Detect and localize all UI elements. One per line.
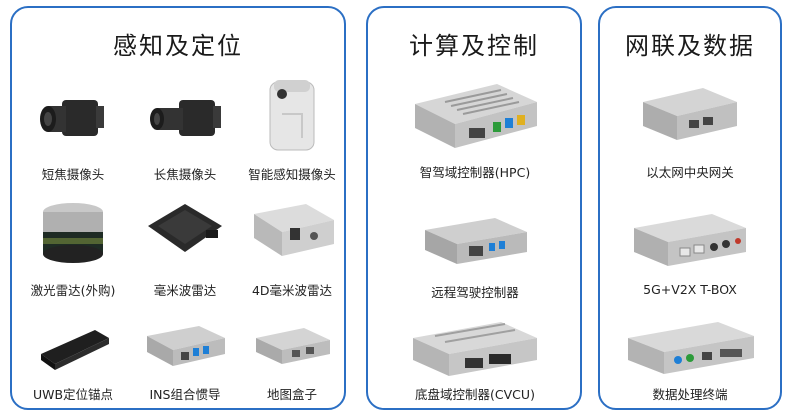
product-label: 以太网中央网关 <box>646 165 734 180</box>
product-item: 数据处理终端 <box>602 314 778 408</box>
product-label: 远程驾驶控制器 <box>431 285 519 300</box>
product-item: 智驾域控制器(HPC) <box>372 74 578 186</box>
short-focus-camera-icon <box>34 90 112 150</box>
map-box-icon <box>250 322 334 372</box>
tbox-icon <box>628 210 752 272</box>
panel-title: 感知及定位 <box>113 32 243 60</box>
product-item: 地图盒子 <box>238 314 346 408</box>
smart-camera-icon <box>262 78 322 154</box>
4d-radar-icon <box>244 200 340 262</box>
data-terminal-icon <box>620 318 760 380</box>
product-label: 5G+V2X T-BOX <box>643 282 737 297</box>
perception-panel: 感知及定位 短焦摄像头 长焦摄像头 <box>10 6 346 410</box>
product-label: 毫米波雷达 <box>153 283 217 298</box>
product-label: INS组合惯导 <box>149 387 221 402</box>
hpc-controller-icon <box>405 78 545 156</box>
product-item: 长焦摄像头 <box>130 78 240 188</box>
product-item: 4D毫米波雷达 <box>238 194 346 304</box>
product-label: 底盘域控制器(CVCU) <box>415 387 535 402</box>
product-item: 激光雷达(外购) <box>18 194 128 304</box>
mmwave-radar-icon <box>142 200 228 264</box>
product-item: 毫米波雷达 <box>130 194 240 304</box>
product-label: 长焦摄像头 <box>153 167 217 182</box>
product-label: 激光雷达(外购) <box>30 283 116 298</box>
product-label: 短焦摄像头 <box>41 167 105 182</box>
panel-title: 计算及控制 <box>409 32 539 60</box>
product-item: 远程驾驶控制器 <box>372 204 578 300</box>
product-item: 5G+V2X T-BOX <box>602 204 778 300</box>
product-label: UWB定位锚点 <box>32 387 114 402</box>
product-item: 短焦摄像头 <box>18 78 128 188</box>
product-item: INS组合惯导 <box>130 314 240 408</box>
chassis-controller-icon <box>405 318 545 380</box>
long-focus-camera-icon <box>143 90 227 150</box>
network-panel: 网联及数据 以太网中央网关 5G <box>598 6 782 410</box>
lidar-icon <box>37 198 109 268</box>
product-label: 数据处理终端 <box>652 387 728 402</box>
product-item: 以太网中央网关 <box>602 74 778 186</box>
ethernet-gateway-icon <box>635 82 745 152</box>
product-label: 智驾域控制器(HPC) <box>419 165 531 180</box>
product-item: 智能感知摄像头 <box>238 78 346 188</box>
product-label: 地图盒子 <box>266 387 317 402</box>
product-label: 4D毫米波雷达 <box>251 283 333 298</box>
ins-module-icon <box>141 318 229 374</box>
remote-drive-controller-icon <box>415 212 535 272</box>
uwb-anchor-icon <box>33 324 113 374</box>
product-label: 智能感知摄像头 <box>248 167 336 182</box>
product-item: 底盘域控制器(CVCU) <box>372 314 578 408</box>
compute-panel: 计算及控制 智驾域控制器(HPC) <box>366 6 582 410</box>
product-item: UWB定位锚点 <box>18 314 128 408</box>
panel-title: 网联及数据 <box>625 32 755 60</box>
